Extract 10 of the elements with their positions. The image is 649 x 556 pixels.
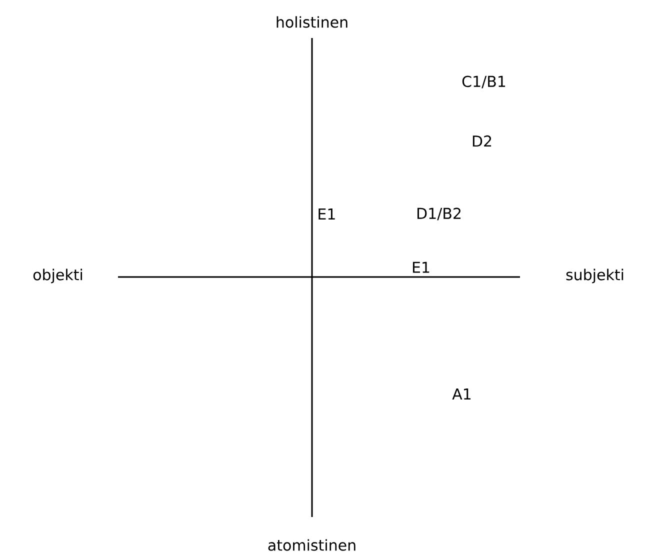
axis-label: holistinen	[276, 16, 348, 28]
axis-label: atomistinen	[268, 539, 356, 551]
point-label: E1	[318, 208, 335, 220]
point-label: D2	[472, 135, 492, 147]
point-label: C1/B1	[462, 76, 506, 88]
point-label: D1/B2	[417, 208, 460, 220]
axis-label: subjekti	[566, 268, 624, 284]
point-label: A1	[452, 388, 471, 400]
point-label: E1	[412, 262, 430, 273]
axis-label: objekti	[33, 268, 82, 284]
